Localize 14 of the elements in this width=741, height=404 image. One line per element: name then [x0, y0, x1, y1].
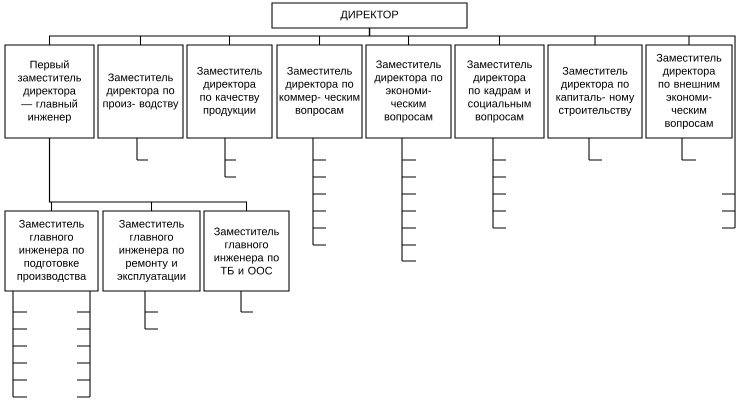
- position-box: Заместитель директора по качеству продукции: [186, 44, 273, 139]
- position-box: Заместитель главного инженера по ремонту и эксплуатации: [102, 210, 201, 292]
- connector-line: [48, 138, 248, 210]
- position-box: Первый заместитель директора — главный инженер: [4, 44, 95, 139]
- position-box: Заместитель директора по кадрам и социальным вопросам: [454, 44, 545, 139]
- position-box: Заместитель директора по внешним экономи- ческим вопросам: [645, 44, 733, 139]
- title-box: ДИРЕКТОР: [271, 2, 468, 29]
- position-box: Заместитель директора по коммер- ческим вопросам: [276, 44, 363, 139]
- position-box: Заместитель директора по произ- водству: [97, 44, 184, 139]
- position-box: Заместитель директора по экономи- ческим вопросам: [365, 44, 452, 139]
- connector-line: [368, 28, 690, 44]
- position-box: Заместитель директора по капиталь- ному строительству: [547, 44, 643, 139]
- position-box: Заместитель главного инженера по подготовке производства: [4, 210, 99, 292]
- position-box: Заместитель главного инженера по ТБ и ООС: [203, 210, 290, 292]
